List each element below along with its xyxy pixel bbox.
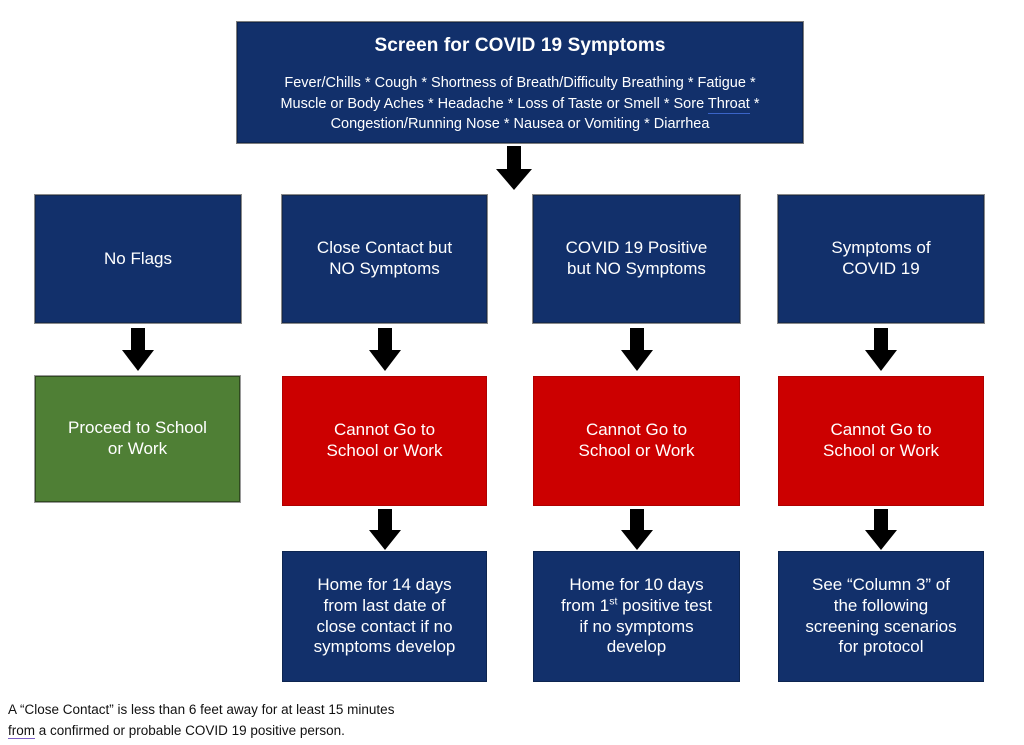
detail-home-10-line4: develop	[606, 637, 667, 657]
symptom-line-2-part-a: Muscle or Body Aches * Headache * Loss o…	[280, 95, 708, 112]
detail-column3-line3: screening scenarios	[805, 616, 957, 636]
detail-home-10-line2-ordinal-suffix: st	[609, 595, 618, 608]
condition-label-covid-positive-line2: but NO Symptoms	[567, 259, 706, 278]
outcome-label-cannot-go-3: Cannot Go to School or Work	[823, 420, 939, 461]
detail-home-10-line2-post: positive test	[617, 595, 712, 615]
condition-label-symptoms: Symptoms of COVID 19	[831, 238, 930, 279]
outcome-label-cannot-go-2-line2: School or Work	[578, 441, 695, 460]
outcome-label-cannot-go-1: Cannot Go to School or Work	[327, 420, 443, 461]
outcome-label-cannot-go-1-line2: School or Work	[326, 441, 443, 460]
arrow-close-contact-to-cannot-go	[367, 328, 403, 372]
condition-label-covid-positive: COVID 19 Positive but NO Symptoms	[566, 238, 708, 279]
condition-box-symptoms[interactable]: Symptoms of COVID 19	[778, 195, 984, 323]
outcome-label-proceed-line1: Proceed to School	[68, 418, 207, 438]
arrow-cannot-go-to-column3	[863, 509, 899, 551]
outcome-label-cannot-go-2-line1: Cannot Go to	[585, 420, 688, 440]
outcome-label-cannot-go-2: Cannot Go to School or Work	[579, 420, 695, 461]
detail-box-see-column-3[interactable]: See “Column 3” of the following screenin…	[778, 551, 984, 682]
detail-home-10-line3: if no symptoms	[579, 616, 694, 636]
symptom-line-2-misspelled-word: Throat	[707, 95, 750, 114]
outcome-label-cannot-go-3-line2: School or Work	[823, 441, 939, 460]
outcome-box-cannot-go-covid-positive[interactable]: Cannot Go to School or Work	[533, 376, 740, 506]
footnote: A “Close Contact” is less than 6 feet aw…	[8, 700, 528, 742]
arrow-cannot-go-to-home-10-days	[619, 509, 655, 551]
symptom-line-2-part-c: *	[749, 95, 760, 112]
detail-column3-line4: for protocol	[838, 637, 924, 657]
arrow-covid-positive-to-cannot-go	[619, 328, 655, 372]
outcome-label-proceed-line2: or Work	[107, 439, 168, 458]
outcome-label-cannot-go-1-line1: Cannot Go to	[333, 420, 436, 440]
detail-home-14-line2: from last date of	[323, 595, 446, 615]
detail-home-14-line1: Home for 14 days	[317, 575, 452, 595]
detail-column3-line1: See “Column 3” of	[812, 575, 950, 595]
condition-label-no-flags: No Flags	[103, 248, 173, 268]
condition-label-close-contact-line2: NO Symptoms	[329, 259, 440, 278]
footnote-misspelled-word: from	[8, 722, 35, 739]
outcome-box-cannot-go-close-contact[interactable]: Cannot Go to School or Work	[282, 376, 487, 506]
condition-label-covid-positive-line1: COVID 19 Positive	[565, 238, 708, 258]
symptom-line-3: Congestion/Running Nose * Nausea or Vomi…	[330, 116, 710, 133]
detail-box-home-10-days[interactable]: Home for 10 days from 1st positive test …	[533, 551, 740, 682]
detail-home-14-line3: close contact if no	[316, 616, 453, 636]
footnote-line-2-rest: a confirmed or probable COVID 19 positiv…	[35, 722, 345, 738]
symptom-list: Fever/Chills * Cough * Shortness of Brea…	[276, 73, 763, 135]
symptom-line-1: Fever/Chills * Cough * Shortness of Brea…	[284, 75, 756, 92]
detail-home-10-line2-pre: from 1	[561, 595, 610, 615]
condition-label-close-contact: Close Contact but NO Symptoms	[317, 238, 452, 279]
condition-label-symptoms-line1: Symptoms of	[831, 238, 931, 258]
detail-box-home-14-days[interactable]: Home for 14 days from last date of close…	[282, 551, 487, 682]
condition-box-covid-positive[interactable]: COVID 19 Positive but NO Symptoms	[533, 195, 740, 323]
outcome-label-proceed: Proceed to School or Work	[68, 418, 207, 459]
detail-label-see-column-3: See “Column 3” of the following screenin…	[805, 575, 956, 658]
outcome-box-proceed[interactable]: Proceed to School or Work	[35, 376, 240, 502]
arrow-header-to-conditions	[494, 146, 534, 191]
footnote-line-1: A “Close Contact” is less than 6 feet aw…	[8, 702, 395, 717]
condition-label-symptoms-line2: COVID 19	[842, 259, 920, 278]
outcome-box-cannot-go-symptoms[interactable]: Cannot Go to School or Work	[778, 376, 984, 506]
detail-label-home-10-days: Home for 10 days from 1st positive test …	[561, 575, 712, 658]
arrow-cannot-go-to-home-14-days	[367, 509, 403, 551]
detail-home-14-line4: symptoms develop	[313, 637, 456, 657]
detail-home-10-line1: Home for 10 days	[569, 575, 704, 595]
condition-box-no-flags[interactable]: No Flags	[35, 195, 241, 323]
condition-label-close-contact-line1: Close Contact but	[316, 238, 453, 258]
detail-column3-line2: the following	[833, 595, 929, 615]
detail-label-home-14-days: Home for 14 days from last date of close…	[314, 575, 456, 658]
page-title: Screen for COVID 19 Symptoms	[374, 35, 666, 57]
arrow-symptoms-to-cannot-go	[863, 328, 899, 372]
arrow-no-flags-to-proceed	[120, 328, 156, 372]
outcome-label-cannot-go-3-line1: Cannot Go to	[830, 420, 932, 440]
screening-header-box: Screen for COVID 19 Symptoms Fever/Chill…	[237, 22, 803, 143]
condition-box-close-contact[interactable]: Close Contact but NO Symptoms	[282, 195, 487, 323]
